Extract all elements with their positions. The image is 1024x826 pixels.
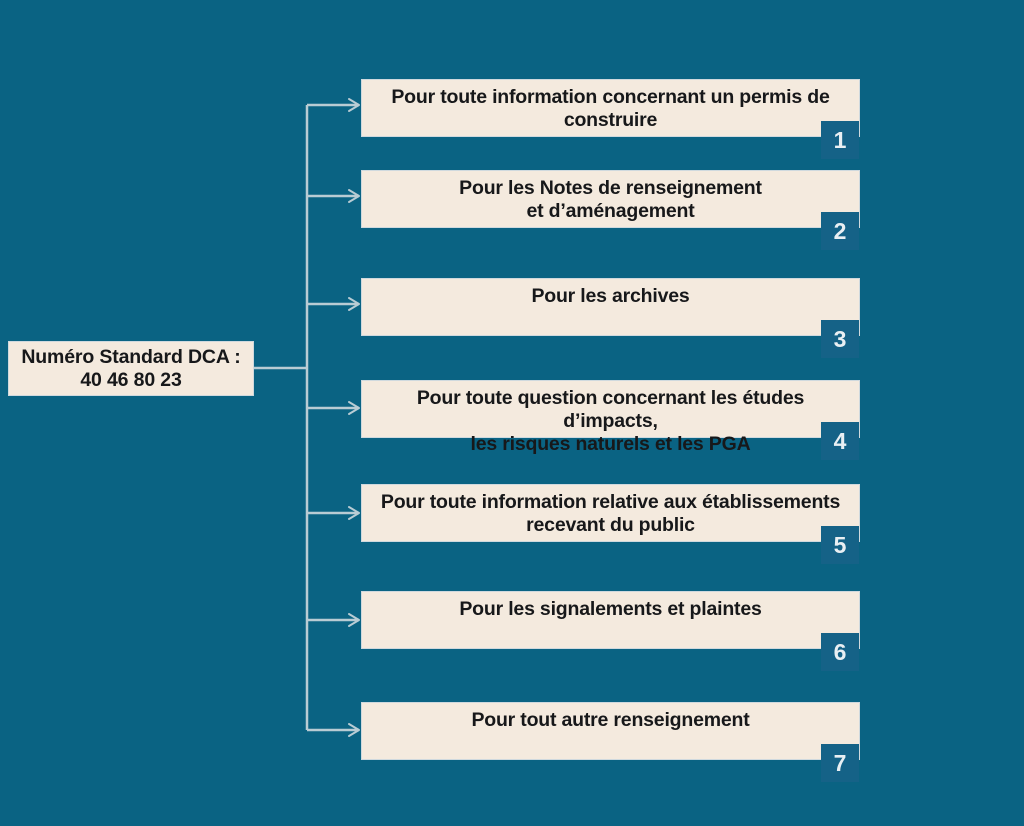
leaf-node-1[interactable]: Pour toute information concernant un per…: [361, 79, 860, 159]
leaf-node-label: Pour les signalements et plaintes: [459, 598, 762, 620]
leaf-node-badge-6: 6: [821, 633, 859, 671]
leaf-node-badge-5: 5: [821, 526, 859, 564]
leaf-node-badge-2: 2: [821, 212, 859, 250]
leaf-node-3[interactable]: Pour les archives 3: [361, 278, 860, 358]
root-node-number: 40 46 80 23: [80, 368, 182, 391]
leaf-node-badge-1: 1: [821, 121, 859, 159]
leaf-node-label: Pour toute question concernant les étude…: [416, 387, 805, 455]
leaf-node-label: Pour tout autre renseignement: [471, 709, 750, 731]
leaf-node-badge-3: 3: [821, 320, 859, 358]
root-node-title: Numéro Standard DCA :: [21, 345, 241, 368]
leaf-node-badge-4: 4: [821, 422, 859, 460]
leaf-node-badge-7: 7: [821, 744, 859, 782]
leaf-node-4[interactable]: Pour toute question concernant les étude…: [361, 380, 860, 460]
leaf-node-7[interactable]: Pour tout autre renseignement 7: [361, 702, 860, 782]
leaf-node-2[interactable]: Pour les Notes de renseignement et d’amé…: [361, 170, 860, 250]
leaf-node-label: Pour les archives: [531, 285, 690, 307]
leaf-node-5[interactable]: Pour toute information relative aux étab…: [361, 484, 860, 564]
root-node-phone[interactable]: Numéro Standard DCA : 40 46 80 23: [8, 341, 254, 396]
leaf-node-label: Pour toute information concernant un per…: [391, 86, 830, 131]
leaf-node-label: Pour toute information relative aux étab…: [380, 491, 841, 536]
leaf-node-6[interactable]: Pour les signalements et plaintes 6: [361, 591, 860, 671]
leaf-node-label: Pour les Notes de renseignement et d’amé…: [459, 177, 762, 222]
